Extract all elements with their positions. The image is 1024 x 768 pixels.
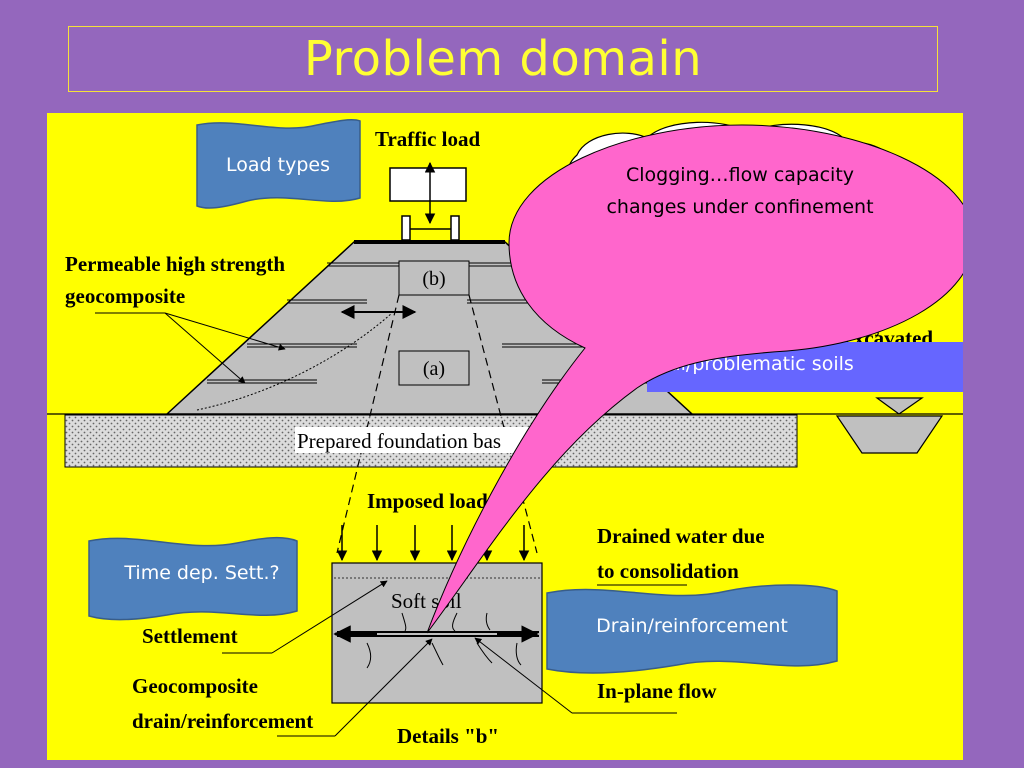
clogging-text-line1: Clogging…flow capacity: [626, 164, 854, 186]
settlement-label: Settlement: [142, 624, 238, 648]
load-types-text: Load types: [226, 154, 330, 176]
foundation-label: Prepared foundation bas: [297, 429, 501, 453]
permeable-pointer-2: [164, 312, 246, 384]
permeable-label-line1: Permeable high strength: [65, 252, 285, 276]
drain-reinforcement-callout: [546, 584, 838, 674]
geocomposite-label-line1: Geocomposite: [132, 674, 258, 698]
embankment-diagram: (b) (a) Traffic load Permeable high stre…: [47, 119, 963, 748]
slide-title: Problem domain: [303, 31, 703, 87]
imposed-load-label: Imposed load: [367, 489, 488, 513]
drained-water-line2: to consolidation: [597, 559, 739, 583]
detail-b-label: (b): [422, 268, 445, 290]
geocomposite-label-line2: drain/reinforcement: [132, 709, 313, 733]
settlement-pointer: [271, 580, 388, 654]
drain-reinforcement-text: Drain/reinforcement: [596, 615, 788, 637]
zoom-line-right: [468, 294, 538, 554]
traffic-load-label: Traffic load: [375, 127, 480, 151]
clogging-text-line2: changes under confinement: [606, 196, 873, 218]
detail-b-box: [398, 260, 470, 296]
vehicle-icon: [389, 161, 467, 241]
excavator-bucket-icon: [835, 397, 944, 454]
zoom-line-left: [336, 294, 400, 554]
drainage-flow-lines: [366, 612, 522, 669]
details-b-caption: Details "b": [397, 724, 499, 748]
time-dep-callout: [88, 536, 298, 621]
geocomposite-pointer: [334, 638, 433, 737]
title-frame: Problem domain: [68, 26, 938, 92]
foundation-label-bg: [295, 427, 535, 453]
permeable-pointer-1: [164, 312, 286, 351]
permeable-label-line2: geocomposite: [65, 284, 185, 308]
load-types-callout: [196, 119, 361, 209]
clogging-speech-bubble: [426, 124, 963, 634]
time-dep-text: Time dep. Sett.?: [123, 562, 279, 584]
in-plane-flow-pointer: [474, 637, 573, 714]
detail-a-label: (a): [423, 358, 445, 380]
drained-water-line1: Drained water due: [597, 524, 765, 548]
in-plane-flow-label: In-plane flow: [597, 679, 717, 703]
detail-a-box: [398, 350, 470, 386]
slip-curve: [196, 312, 393, 411]
diagram-panel: (b) (a) Traffic load Permeable high stre…: [47, 113, 963, 760]
